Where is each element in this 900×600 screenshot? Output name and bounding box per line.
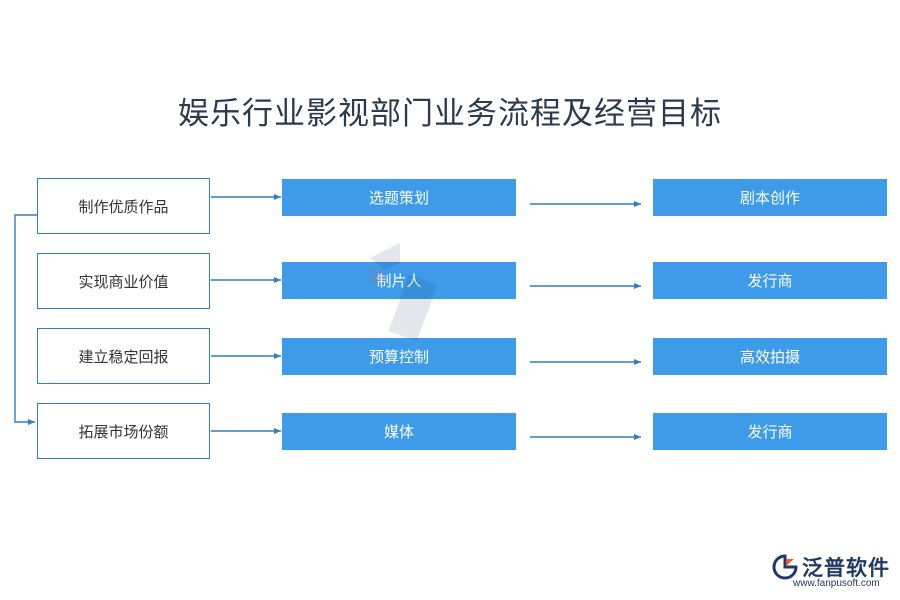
diagram-title: 娱乐行业影视部门业务流程及经营目标	[178, 96, 722, 132]
step-box-2: 预算控制	[282, 338, 516, 375]
step-box-3: 媒体	[282, 413, 516, 450]
brand-mark-icon	[772, 554, 798, 580]
goal-box-2: 建立稳定回报	[37, 328, 210, 384]
brand-logo: 泛普软件	[772, 552, 890, 582]
left-bracket-connector	[14, 214, 37, 425]
goal-box-0: 制作优质作品	[37, 178, 210, 234]
result-box-2: 高效拍摄	[653, 338, 887, 375]
goal-box-1: 实现商业价值	[37, 253, 210, 309]
brand-url: www.fanpusoft.com	[793, 578, 880, 589]
result-box-3: 发行商	[653, 413, 887, 450]
result-box-0: 剧本创作	[653, 179, 887, 216]
watermark-logo-icon	[370, 243, 438, 342]
brand-name: 泛普软件	[802, 556, 890, 580]
step-box-1: 制片人	[282, 262, 516, 299]
goal-box-3: 拓展市场份额	[37, 403, 210, 459]
step-box-0: 选题策划	[282, 179, 516, 216]
result-box-1: 发行商	[653, 262, 887, 299]
